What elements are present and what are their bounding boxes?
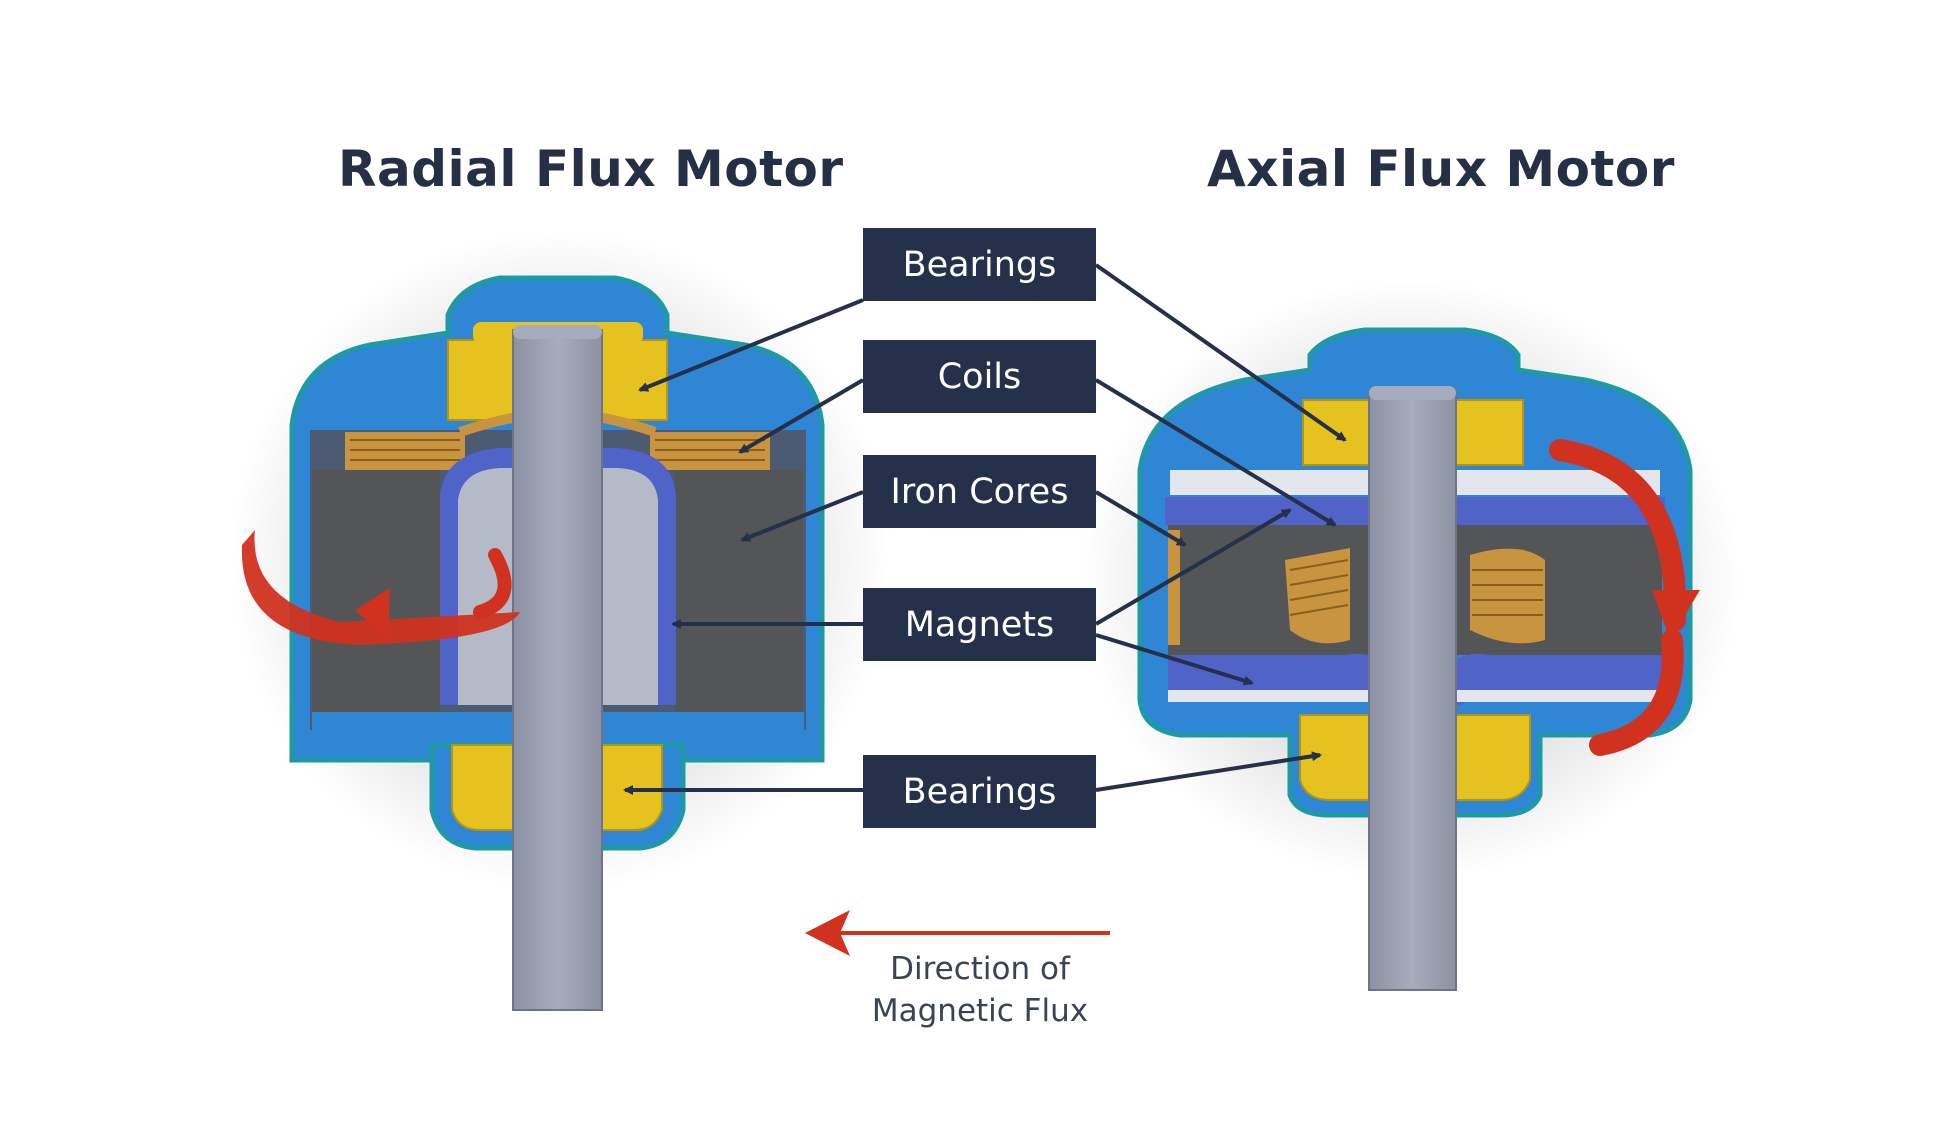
radial-shaft <box>512 329 603 1011</box>
radial-left-iron-core <box>312 470 440 718</box>
axial-coils <box>1168 530 1545 645</box>
flux-legend-line1: Direction of <box>890 951 1070 987</box>
arrow-iron-cores-axial <box>1094 490 1187 547</box>
label-coils: Coils <box>863 340 1096 413</box>
arrow-iron-cores-radial <box>740 490 864 542</box>
label-bearings-bottom: Bearings <box>863 755 1096 828</box>
leader-arrows <box>623 263 1347 795</box>
label-iron-cores: Iron Cores <box>863 455 1096 528</box>
arrow-bearings-radial-top <box>638 298 864 392</box>
label-bearings-top: Bearings <box>863 228 1096 301</box>
flux-legend-text: Direction of Magnetic Flux <box>850 948 1110 1032</box>
arrow-bearings-axial-top <box>1094 263 1347 442</box>
radial-rotation-arrow <box>241 530 520 645</box>
radial-flux-motor-title: Radial Flux Motor <box>338 140 844 198</box>
arrow-coils-radial <box>738 378 865 454</box>
axial-flux-motor-title: Axial Flux Motor <box>1207 140 1675 198</box>
flux-legend-line2: Magnetic Flux <box>871 993 1089 1029</box>
axial-shaft <box>1368 391 1457 991</box>
radial-motor <box>230 230 890 1011</box>
arrow-magnets-axial-top <box>1094 508 1292 626</box>
axial-motor <box>1080 280 1740 991</box>
axial-rotation-arrow <box>1549 439 1700 756</box>
radial-magnets <box>440 448 676 705</box>
label-magnets: Magnets <box>863 588 1096 661</box>
radial-right-iron-core <box>675 470 803 718</box>
magnetic-flux-arrow <box>805 910 1110 956</box>
arrow-bearings-axial-bottom <box>1095 751 1322 792</box>
arrow-magnets-axial-bottom <box>1095 633 1254 686</box>
arrow-coils-axial <box>1094 378 1337 527</box>
